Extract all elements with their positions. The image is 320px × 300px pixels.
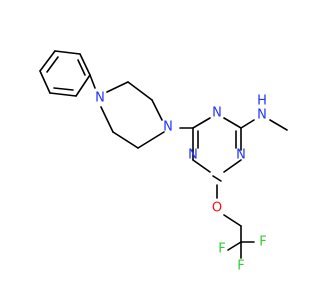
bond — [269, 119, 288, 131]
amine-hydrogen-label: H — [257, 94, 267, 109]
bond — [223, 117, 242, 129]
bond — [227, 241, 242, 251]
fluorine-label: F — [259, 235, 266, 250]
bond — [112, 131, 139, 149]
bond — [100, 106, 114, 133]
bond — [79, 53, 91, 76]
bond — [151, 99, 163, 121]
piperazine-ring — [100, 81, 165, 149]
bond — [75, 74, 91, 97]
bond — [46, 56, 59, 73]
bond — [106, 81, 129, 93]
triazine-nitrogen-label: N — [212, 106, 222, 121]
ether-oxygen-label: O — [212, 201, 222, 216]
bond — [137, 131, 165, 149]
structure-drawing: N N N N N H N O F F F — [39, 50, 288, 274]
triazine-ring — [192, 117, 242, 182]
bond — [39, 70, 51, 94]
bond — [54, 50, 81, 55]
bond — [212, 175, 222, 182]
bond — [39, 50, 56, 72]
triazine-nitrogen-label: N — [236, 148, 246, 163]
bond — [192, 159, 211, 173]
bond — [127, 81, 153, 101]
fluorine-label: F — [218, 242, 225, 257]
fluorine-label: F — [237, 259, 244, 274]
molecule-canvas: N N N N N H N O F F F — [39, 50, 288, 274]
triazine-nitrogen-label: N — [188, 148, 198, 163]
phenyl-ring — [39, 50, 91, 97]
amine-nitrogen-label: N — [257, 108, 267, 123]
bond — [89, 74, 96, 89]
piperazine-nitrogen-label: N — [163, 120, 173, 135]
bond — [223, 214, 242, 227]
bond — [192, 117, 211, 129]
bond — [223, 159, 242, 173]
piperazine-nitrogen-label: N — [95, 91, 105, 106]
bond — [77, 59, 86, 76]
bond — [240, 119, 255, 129]
bond — [53, 87, 74, 91]
bond — [49, 92, 77, 97]
